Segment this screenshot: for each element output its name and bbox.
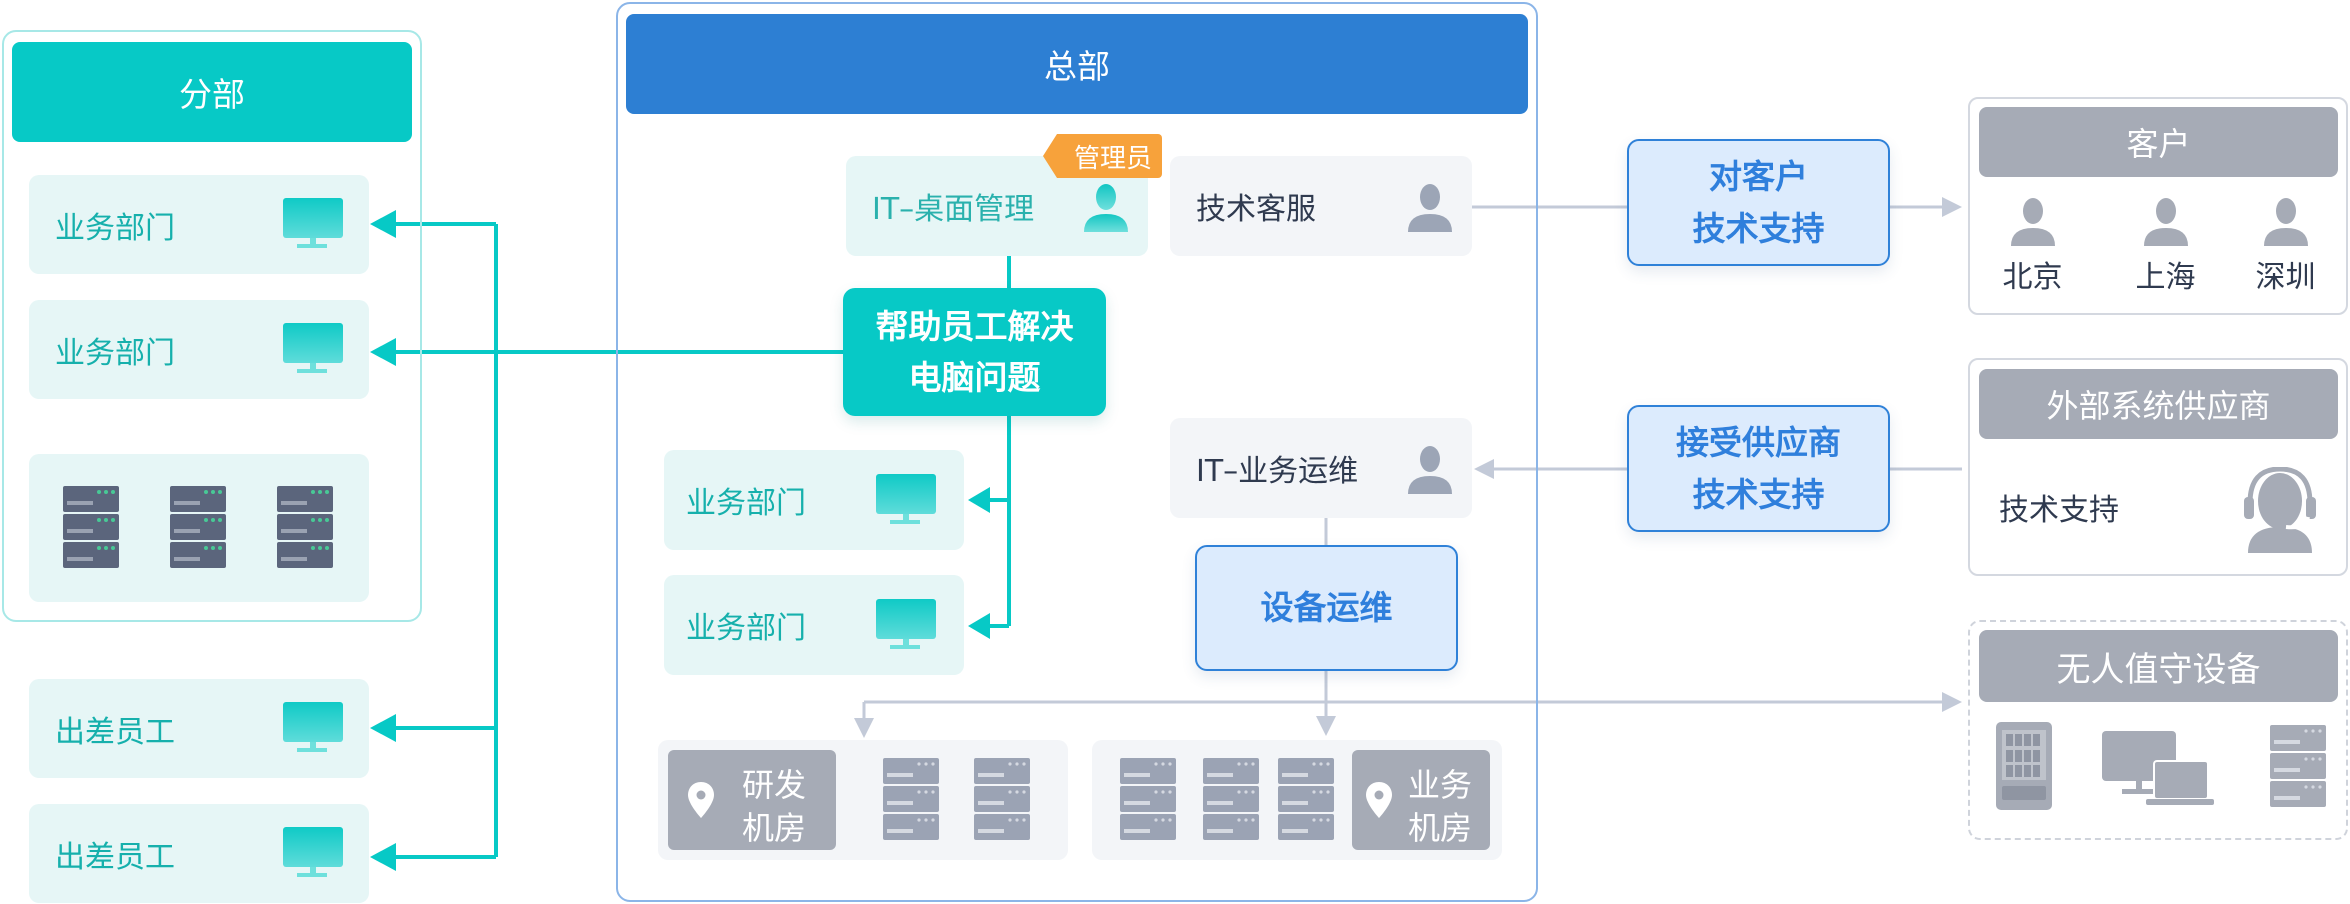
city-beijing: 北京 xyxy=(1995,198,2070,296)
customers-header: 客户 xyxy=(1979,107,2338,177)
customer-support-line-2: 技术支持 xyxy=(1692,208,1825,248)
travel-employee-label: 出差员工 xyxy=(55,839,175,875)
branch-server-group xyxy=(29,454,369,602)
vendor-support-label: 技术支持 xyxy=(1999,493,2119,528)
server-rack-icon xyxy=(1120,758,1176,840)
help-line-2: 电脑问题 xyxy=(908,358,1041,397)
monitor-icon xyxy=(281,198,345,250)
hq-dept-item[interactable]: 业务部门 xyxy=(664,450,964,550)
device-ops-label: 设备运维 xyxy=(1260,588,1393,628)
help-line-1: 帮助员工解决 xyxy=(875,306,1074,346)
person-icon xyxy=(2010,198,2055,246)
hq-dept-label: 业务部门 xyxy=(686,486,806,521)
hq-dept-item[interactable]: 业务部门 xyxy=(664,575,964,675)
admin-badge: 管理员 xyxy=(1043,134,1162,178)
arrowhead xyxy=(1474,459,1494,479)
server-rack-icon xyxy=(63,486,119,568)
vendor-header: 外部系统供应商 xyxy=(1979,369,2338,439)
arrowhead xyxy=(370,843,396,871)
biz-room-tag: 业务 机房 xyxy=(1352,750,1490,850)
branch-title: 分部 xyxy=(179,75,245,114)
arrowhead xyxy=(968,613,990,639)
branch-dept-item[interactable]: 业务部门 xyxy=(29,175,369,274)
person-icon xyxy=(2263,198,2308,246)
hq-header: 总部 xyxy=(626,14,1528,114)
desktop-laptop-icon xyxy=(2102,731,2214,805)
arrowhead xyxy=(1942,197,1962,217)
tech-service-label: 技术客服 xyxy=(1196,192,1316,227)
rd-room-group: 研发 机房 xyxy=(658,740,1068,860)
arrowhead xyxy=(370,210,396,238)
customers-title: 客户 xyxy=(2126,125,2191,163)
biz-room-line-2: 机房 xyxy=(1408,809,1473,848)
arrowhead xyxy=(854,718,874,738)
vendor-support-line-2: 技术支持 xyxy=(1692,474,1825,514)
biz-room-line-1: 业务 xyxy=(1408,766,1473,804)
vendor-support-callout: 接受供应商 技术支持 xyxy=(1627,405,1890,532)
arrowhead xyxy=(968,487,990,513)
it-ops-card[interactable]: IT–业务运维 xyxy=(1170,418,1472,518)
it-desktop-label: IT–桌面管理 xyxy=(872,192,1035,227)
hq-dept-label: 业务部门 xyxy=(686,611,806,646)
arrowhead xyxy=(1942,692,1962,712)
arrowhead xyxy=(1316,716,1336,736)
branch-dept-label: 业务部门 xyxy=(55,210,175,246)
city-label: 上海 xyxy=(2135,260,2196,295)
monitor-icon xyxy=(281,323,345,375)
travel-employee-label: 出差员工 xyxy=(55,714,175,750)
monitor-icon xyxy=(281,827,345,879)
admin-badge-text: 管理员 xyxy=(1073,143,1152,174)
server-rack-icon xyxy=(2270,725,2326,807)
city-shenzhen: 深圳 xyxy=(2248,198,2323,296)
travel-employee-item[interactable]: 出差员工 xyxy=(29,804,369,903)
server-rack-icon xyxy=(1203,758,1259,840)
rd-room-line-2: 机房 xyxy=(742,809,807,848)
monitor-icon xyxy=(281,702,345,754)
biz-room-group: 业务 机房 xyxy=(1092,740,1502,860)
hq-title: 总部 xyxy=(1044,47,1110,86)
it-ops-label: IT–业务运维 xyxy=(1196,454,1359,489)
location-pin-icon xyxy=(1366,782,1392,818)
city-label: 北京 xyxy=(2002,260,2063,295)
server-rack-icon xyxy=(277,486,333,568)
vendor-support-line-1: 接受供应商 xyxy=(1676,423,1841,463)
location-pin-icon xyxy=(688,782,714,818)
rd-room-tag: 研发 机房 xyxy=(668,750,836,850)
arrowhead xyxy=(370,714,396,742)
device-ops-callout: 设备运维 xyxy=(1195,545,1458,671)
tech-service-card[interactable]: 技术客服 xyxy=(1170,156,1472,256)
branch-dept-item[interactable]: 业务部门 xyxy=(29,300,369,399)
unattended-header: 无人值守设备 xyxy=(1979,630,2338,702)
monitor-icon xyxy=(874,599,938,651)
arrowhead xyxy=(370,338,396,366)
headset-agent-icon xyxy=(2244,467,2316,553)
help-employees-callout: 帮助员工解决 电脑问题 xyxy=(843,288,1106,416)
person-icon xyxy=(1082,184,1130,232)
unattended-title: 无人值守设备 xyxy=(2056,649,2261,690)
city-shanghai: 上海 xyxy=(2128,198,2203,296)
city-label: 深圳 xyxy=(2255,260,2316,295)
server-rack-icon xyxy=(170,486,226,568)
branch-dept-label: 业务部门 xyxy=(55,335,175,371)
hq-panel xyxy=(616,2,1538,902)
customer-support-callout: 对客户 技术支持 xyxy=(1627,139,1890,266)
person-icon xyxy=(1406,184,1454,232)
person-icon xyxy=(2143,198,2188,246)
customer-support-line-1: 对客户 xyxy=(1709,157,1808,197)
vendor-panel xyxy=(1968,358,2348,576)
branch-panel xyxy=(2,30,422,622)
monitor-icon xyxy=(874,474,938,526)
rd-room-line-1: 研发 xyxy=(742,766,807,804)
customers-panel xyxy=(1968,97,2348,315)
storage-cabinet-icon xyxy=(1996,722,2052,810)
branch-header: 分部 xyxy=(12,42,412,142)
unattended-panel xyxy=(1968,620,2348,840)
vendor-title: 外部系统供应商 xyxy=(2046,387,2271,425)
travel-employee-item[interactable]: 出差员工 xyxy=(29,679,369,778)
person-icon xyxy=(1406,446,1454,494)
server-rack-icon xyxy=(974,758,1030,840)
server-rack-icon xyxy=(1278,758,1334,840)
server-rack-icon xyxy=(883,758,939,840)
